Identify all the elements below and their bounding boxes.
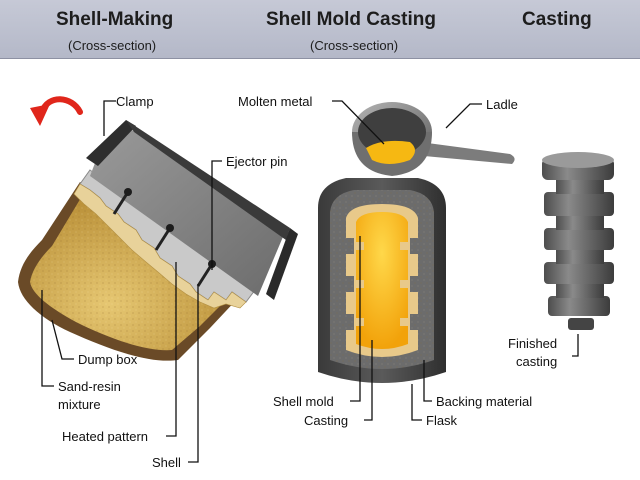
leader-lines <box>41 100 579 463</box>
dump-box-assembly <box>18 120 298 361</box>
header-bar: Shell-Making (Cross-section) Shell Mold … <box>0 0 640 59</box>
molten-metal <box>366 140 415 164</box>
label-clamp: Clamp <box>116 94 154 109</box>
shell-mold-casting-title: Shell Mold Casting <box>266 9 436 30</box>
label-ladle: Ladle <box>486 97 518 112</box>
label-backing-material: Backing material <box>436 394 533 409</box>
label-sand-resin-1: Sand-resin <box>58 379 121 394</box>
label-molten-metal: Molten metal <box>238 94 313 109</box>
casting-title: Casting <box>522 9 592 30</box>
finished-casting <box>542 152 614 330</box>
shell-mold-casting-subtitle: (Cross-section) <box>310 38 399 53</box>
shell-making-subtitle: (Cross-section) <box>68 38 157 53</box>
shell-layer <box>73 183 247 309</box>
label-shell: Shell <box>152 455 181 470</box>
label-dump-box: Dump box <box>78 352 138 367</box>
label-flask: Flask <box>426 413 458 428</box>
label-shell-mold: Shell mold <box>273 394 334 409</box>
rotate-arrow-icon <box>30 96 83 126</box>
ejector-pins <box>112 188 216 287</box>
label-finished-2: casting <box>516 354 558 369</box>
label-heated-pattern: Heated pattern <box>62 429 149 444</box>
ladle <box>352 102 515 176</box>
shell-making-title: Shell-Making <box>56 9 174 30</box>
clamp <box>86 120 136 166</box>
label-casting: Casting <box>304 413 349 428</box>
label-sand-resin-2: mixture <box>58 397 101 412</box>
casting-metal <box>356 212 408 349</box>
label-finished-1: Finished <box>508 336 558 351</box>
label-ejector-pin: Ejector pin <box>226 154 288 169</box>
flask-assembly <box>318 178 446 383</box>
pattern-plate <box>90 126 285 296</box>
